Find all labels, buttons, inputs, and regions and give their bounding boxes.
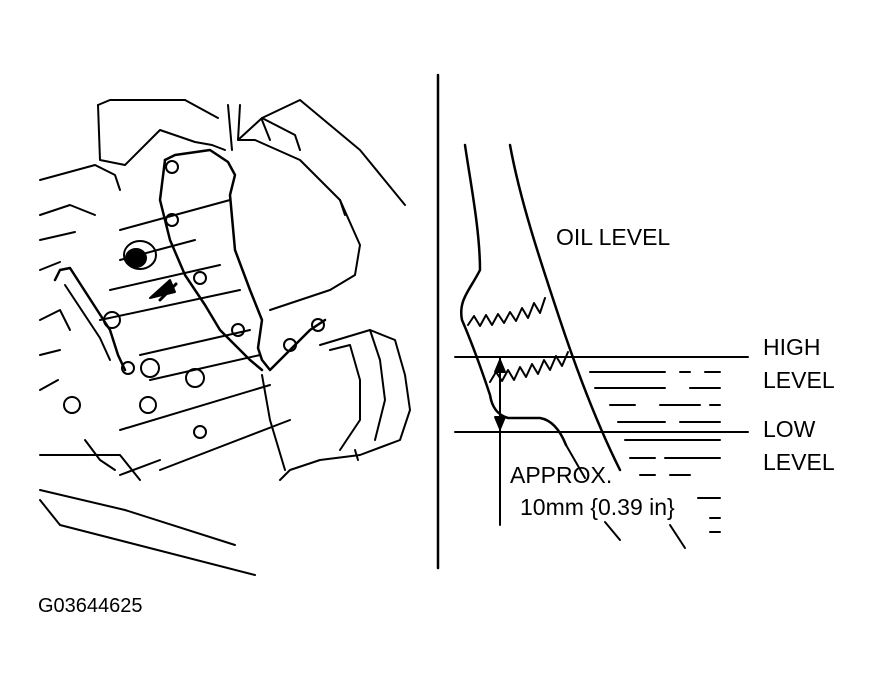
figure-code: G03644625 xyxy=(38,595,143,617)
low-level-label-line2: LEVEL xyxy=(763,449,835,475)
engine-oil-pan-illustration xyxy=(39,99,411,576)
high-level-label-line2: LEVEL xyxy=(763,367,835,393)
oil-level-label: OIL LEVEL xyxy=(556,224,671,250)
low-level-label-line1: LOW xyxy=(763,416,816,442)
approx-dimension-label-line1: APPROX. xyxy=(510,462,613,488)
high-level-label-line1: HIGH xyxy=(763,334,821,360)
approx-dimension-label-line2: 10mm {0.39 in} xyxy=(520,494,675,520)
dipstick-detail xyxy=(454,143,749,549)
